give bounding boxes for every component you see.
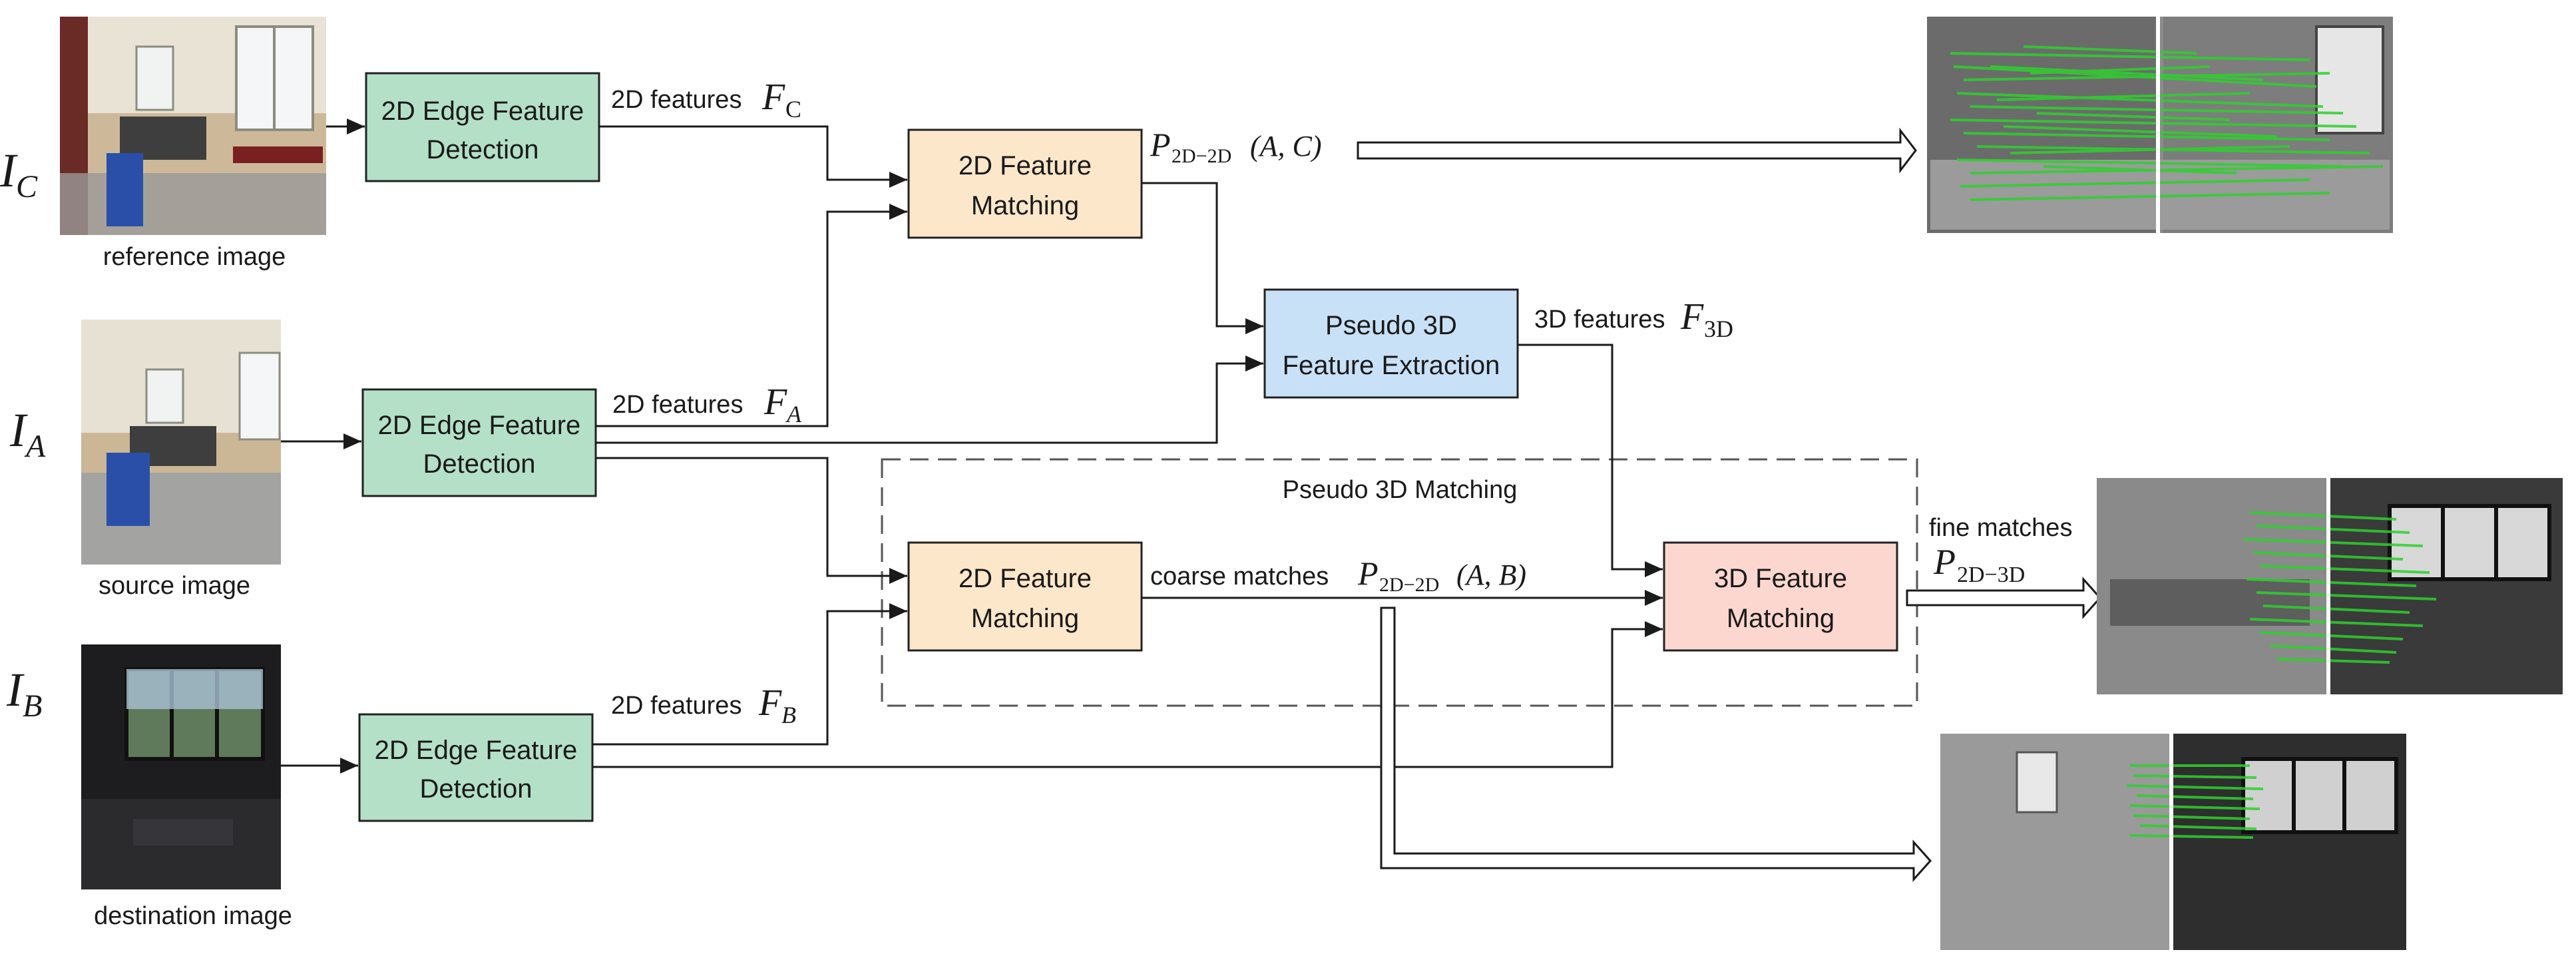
- label-fb: 2D features F B: [611, 682, 796, 728]
- svg-text:2D−3D: 2D−3D: [1957, 563, 2025, 587]
- svg-text:2D Feature: 2D Feature: [959, 151, 1092, 180]
- svg-text:Feature Extraction: Feature Extraction: [1283, 351, 1500, 380]
- match-lines-coarse: [2126, 764, 2264, 839]
- output-matches-coarse: [1940, 734, 2406, 950]
- destination-image-caption: destination image: [94, 902, 292, 930]
- label-p-ac: P 2D−2D (A, C): [1150, 126, 1322, 167]
- svg-text:3D: 3D: [1704, 316, 1733, 342]
- source-image-thumbnail: [81, 320, 281, 565]
- svg-text:2D features: 2D features: [611, 692, 742, 720]
- source-image-caption: source image: [99, 572, 250, 600]
- output-arrow-coarse: [1380, 606, 1932, 882]
- symbol-ic: IC: [0, 144, 38, 204]
- reference-image-thumbnail: [60, 17, 326, 235]
- svg-text:2D−2D: 2D−2D: [1379, 574, 1439, 596]
- svg-text:Pseudo 3D: Pseudo 3D: [1325, 311, 1457, 340]
- svg-text:Detection: Detection: [427, 135, 539, 164]
- svg-text:P: P: [1150, 126, 1171, 163]
- label-coarse-matches: coarse matches P 2D−2D (A, B): [1150, 555, 1526, 596]
- svg-text:2D Feature: 2D Feature: [959, 564, 1092, 593]
- svg-text:F: F: [1680, 296, 1704, 338]
- label-fc: 2D features F C: [611, 77, 801, 122]
- pseudo-3d-matching-region: [881, 458, 1918, 707]
- edge-detection-box-a: 2D Edge Feature Detection: [361, 388, 597, 497]
- svg-text:P: P: [1357, 555, 1379, 592]
- svg-text:Detection: Detection: [420, 774, 533, 804]
- svg-text:2D Edge Feature: 2D Edge Feature: [375, 736, 578, 765]
- svg-text:2D features: 2D features: [612, 391, 743, 419]
- region-title: Pseudo 3D Matching: [1283, 476, 1518, 504]
- feature-matching-box-top: 2D Feature Matching: [907, 128, 1143, 239]
- label-fa: 2D features F A: [612, 381, 802, 427]
- svg-text:B: B: [781, 702, 796, 728]
- connectors: [281, 119, 1663, 774]
- output-matches-fine: [2097, 478, 2563, 694]
- reference-image-caption: reference image: [103, 243, 286, 271]
- svg-text:A: A: [785, 401, 802, 427]
- output-matches-ac: [1927, 17, 2393, 233]
- svg-text:Detection: Detection: [423, 449, 536, 479]
- svg-text:2D features: 2D features: [611, 86, 742, 114]
- svg-text:(A, C): (A, C): [1250, 130, 1322, 162]
- svg-text:(A, B): (A, B): [1456, 559, 1526, 591]
- feature-matching-box-mid: 2D Feature Matching: [907, 541, 1143, 652]
- symbol-ib: IB: [6, 663, 42, 724]
- output-arrow-fine: [1906, 577, 2102, 619]
- 3d-feature-matching-box: 3D Feature Matching: [1663, 541, 1898, 652]
- edge-detection-box-b: 2D Edge Feature Detection: [358, 713, 594, 822]
- svg-text:Matching: Matching: [1727, 604, 1834, 633]
- svg-text:F: F: [758, 682, 782, 724]
- svg-text:F: F: [761, 77, 785, 118]
- svg-text:C: C: [785, 96, 801, 122]
- match-lines-fine: [2243, 511, 2437, 664]
- svg-text:2D Edge Feature: 2D Edge Feature: [381, 97, 584, 126]
- svg-text:fine matches: fine matches: [1929, 514, 2072, 542]
- svg-text:3D Feature: 3D Feature: [1714, 564, 1847, 593]
- label-f3d: 3D features F 3D: [1534, 296, 1733, 342]
- symbol-ia: IA: [9, 403, 46, 464]
- pseudo-3d-extraction-box: Pseudo 3D Feature Extraction: [1263, 288, 1519, 399]
- svg-text:2D Edge Feature: 2D Edge Feature: [378, 411, 581, 440]
- destination-image-thumbnail: [81, 644, 281, 889]
- svg-text:Matching: Matching: [971, 191, 1079, 220]
- svg-text:P: P: [1933, 542, 1956, 582]
- svg-text:3D features: 3D features: [1534, 306, 1665, 334]
- svg-text:F: F: [763, 381, 787, 423]
- label-fine-matches: fine matches P 2D−3D: [1929, 514, 2072, 587]
- svg-text:Matching: Matching: [971, 604, 1079, 633]
- svg-text:coarse matches: coarse matches: [1150, 563, 1329, 591]
- edge-detection-box-c: 2D Edge Feature Detection: [365, 72, 600, 182]
- output-arrow-ac: [1357, 127, 1917, 174]
- svg-text:2D−2D: 2D−2D: [1172, 145, 1231, 167]
